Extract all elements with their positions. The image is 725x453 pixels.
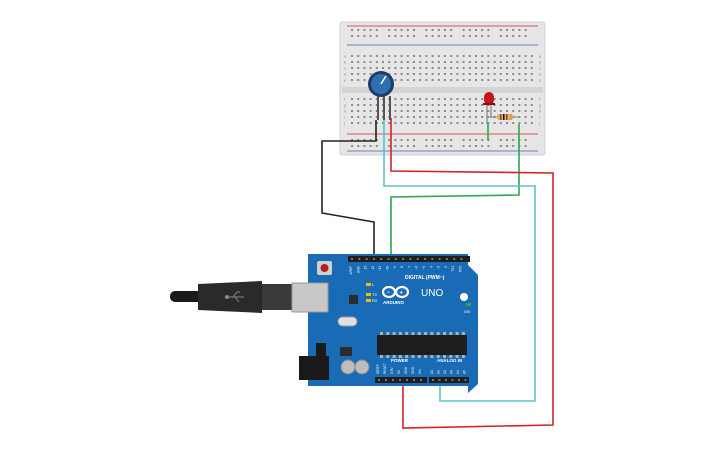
power-pin-label: Vin xyxy=(418,369,422,374)
analog-pin-label: A0 xyxy=(430,370,434,374)
atmega-chip xyxy=(377,335,467,355)
tx-label: TX xyxy=(372,292,377,297)
power-pin-label: 5V xyxy=(397,369,401,374)
wire-cyan-analog[interactable] xyxy=(383,118,536,402)
row-letter: f xyxy=(539,97,541,102)
row-letter: a xyxy=(539,54,542,59)
digital-pin-label: GND xyxy=(356,265,360,273)
svg-text:−: − xyxy=(387,290,391,296)
row-letter: i xyxy=(344,115,345,120)
digital-pin-label: RX0 xyxy=(459,266,463,272)
wire-green-led[interactable] xyxy=(390,124,520,258)
row-letter: j xyxy=(343,121,345,126)
power-pin-label: IOREF xyxy=(376,364,380,374)
row-letter: g xyxy=(344,103,346,108)
digital-pin-label: 8 xyxy=(400,266,404,268)
analog-header[interactable] xyxy=(429,377,469,383)
digital-pin-label: 12 xyxy=(371,266,375,270)
usb-port xyxy=(291,282,329,313)
row-letter: c xyxy=(539,66,541,71)
row-letter: h xyxy=(539,109,541,114)
arduino-model-text: UNO xyxy=(421,288,443,299)
digital-header[interactable] xyxy=(348,256,470,262)
row-letter: d xyxy=(539,72,541,77)
digital-pin-label: 13 xyxy=(364,266,368,270)
row-letter: i xyxy=(539,115,540,120)
row-letter: e xyxy=(344,78,347,83)
power-pin-label: 3.3V xyxy=(390,367,394,374)
usb-cable[interactable] xyxy=(170,281,312,313)
row-letter: c xyxy=(344,66,346,71)
wire-red-5v[interactable] xyxy=(390,118,554,429)
analog-pin-label: A3 xyxy=(450,370,454,374)
rx-label: RX xyxy=(372,298,378,303)
analog-pin-label: A2 xyxy=(443,370,447,374)
resistor[interactable] xyxy=(490,114,520,120)
svg-text:+: + xyxy=(400,291,404,297)
capacitor-2 xyxy=(354,359,370,375)
digital-pin-label: ~5 xyxy=(422,266,426,270)
row-letter: a xyxy=(344,54,347,59)
digital-pin-label: ~11 xyxy=(378,266,382,271)
power-label: POWER xyxy=(391,358,409,363)
row-letter: h xyxy=(344,109,346,114)
usb-chip xyxy=(349,295,358,304)
l-label: L xyxy=(372,282,375,287)
row-letter: j xyxy=(538,121,540,126)
digital-pin-label: AREF xyxy=(349,266,353,275)
power-pin-label: RESET xyxy=(383,363,387,374)
analog-label: ANALOG IN xyxy=(437,358,462,363)
digital-pin-label: 2 xyxy=(444,266,448,268)
digital-pin-label: 4 xyxy=(429,266,433,268)
analog-pin-label: A1 xyxy=(437,370,441,374)
row-letter: e xyxy=(539,78,542,83)
wire-black-gnd[interactable] xyxy=(321,120,377,258)
digital-pin-label: ~9 xyxy=(393,266,397,270)
capacitor-1 xyxy=(340,359,356,375)
row-letter: b xyxy=(539,60,542,65)
power-pin-label: GND xyxy=(411,366,415,374)
digital-pin-label: ~6 xyxy=(415,266,419,270)
breadboard-holes[interactable] xyxy=(351,29,533,147)
digital-pin-label: 7 xyxy=(407,266,411,268)
led[interactable] xyxy=(483,92,495,124)
row-letter: g xyxy=(539,103,541,108)
power-pin-label: GND xyxy=(404,366,408,374)
row-letter: d xyxy=(344,72,346,77)
usb-icon xyxy=(225,291,244,303)
arduino-logo-icon xyxy=(381,285,410,299)
red-led-icon[interactable] xyxy=(484,92,494,105)
on-label: ON xyxy=(464,309,470,314)
digital-label: DIGITAL (PWM~) xyxy=(405,275,445,281)
row-letter: f xyxy=(344,97,346,102)
digital-pin-label: ~3 xyxy=(437,266,441,270)
power-jack xyxy=(299,356,329,380)
analog-pin-label: A4 xyxy=(456,370,460,374)
wires[interactable] xyxy=(321,118,554,429)
arduino-brand-text: ARDUINO xyxy=(383,300,404,305)
analog-pin-label: A5 xyxy=(463,370,467,374)
crystal-oscillator xyxy=(337,316,358,327)
digital-pin-label: TX1 xyxy=(451,266,455,272)
potentiometer[interactable] xyxy=(368,71,394,120)
digital-pin-label: ~10 xyxy=(386,266,390,272)
row-letter: b xyxy=(344,60,347,65)
